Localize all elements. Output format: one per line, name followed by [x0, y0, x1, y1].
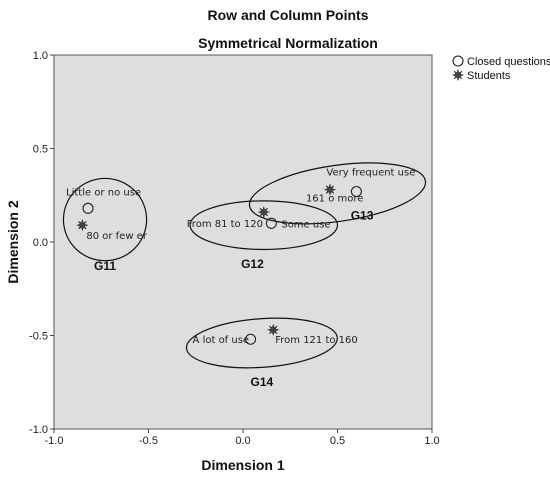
y-tick-label: -1.0 [29, 424, 48, 436]
group-ellipse [189, 200, 339, 251]
x-axis: -1.0 -0.5 0.0 0.5 1.0 [45, 429, 440, 447]
x-tick-label: 0.5 [330, 435, 345, 447]
chart-title: Row and Column Points [208, 7, 369, 23]
legend-entry-closed-questions: Closed questions [467, 56, 550, 68]
group-label: G14 [251, 375, 274, 389]
y-tick-label: -0.5 [29, 331, 48, 343]
point-label: From 121 to 160 [275, 335, 358, 346]
star-marker [266, 323, 280, 337]
circle-marker [82, 202, 94, 214]
x-tick-label: -0.5 [139, 435, 158, 447]
legend-entry-students: Students [467, 70, 511, 82]
point-label: Some use [281, 219, 330, 230]
x-tick-label: 0.0 [235, 435, 250, 447]
circle-marker [245, 333, 257, 345]
point-label: 161 o more [306, 194, 363, 205]
x-tick-label: -1.0 [45, 435, 64, 447]
group-ellipse [185, 317, 338, 369]
point-label: From 81 to 120 [187, 219, 263, 230]
x-axis-label: Dimension 1 [201, 457, 284, 473]
y-tick-label: 0.5 [33, 144, 48, 156]
chart-subtitle: Symmetrical Normalization [198, 35, 378, 51]
y-axis-label: Dimension 2 [5, 200, 21, 283]
x-tick-label: 1.0 [424, 435, 439, 447]
legend: Closed questions Students [451, 55, 550, 82]
point-label: A lot of use [193, 335, 250, 346]
y-axis: -1.0 -0.5 0.0 0.5 1.0 [29, 50, 54, 436]
group-label: G13 [351, 209, 374, 223]
circle-marker [265, 217, 277, 229]
legend-star-marker [451, 68, 465, 82]
star-marker [75, 218, 89, 232]
circle-marker [350, 185, 362, 198]
legend-star-shape [451, 68, 465, 82]
plot-area [53, 54, 433, 430]
y-tick-label: 1.0 [33, 50, 48, 62]
star-marker [257, 205, 271, 219]
group-ellipse [62, 177, 148, 262]
group-label: G12 [241, 257, 264, 271]
point-label: 80 or few er [86, 231, 147, 242]
y-tick-label: 0.0 [33, 237, 48, 249]
legend-circle-marker [452, 55, 464, 67]
star-marker [323, 183, 337, 197]
group-ellipse [248, 162, 427, 225]
group-label: G11 [94, 259, 116, 273]
point-label: Little or no use [66, 187, 141, 198]
point-label: Very frequent use [326, 168, 415, 179]
